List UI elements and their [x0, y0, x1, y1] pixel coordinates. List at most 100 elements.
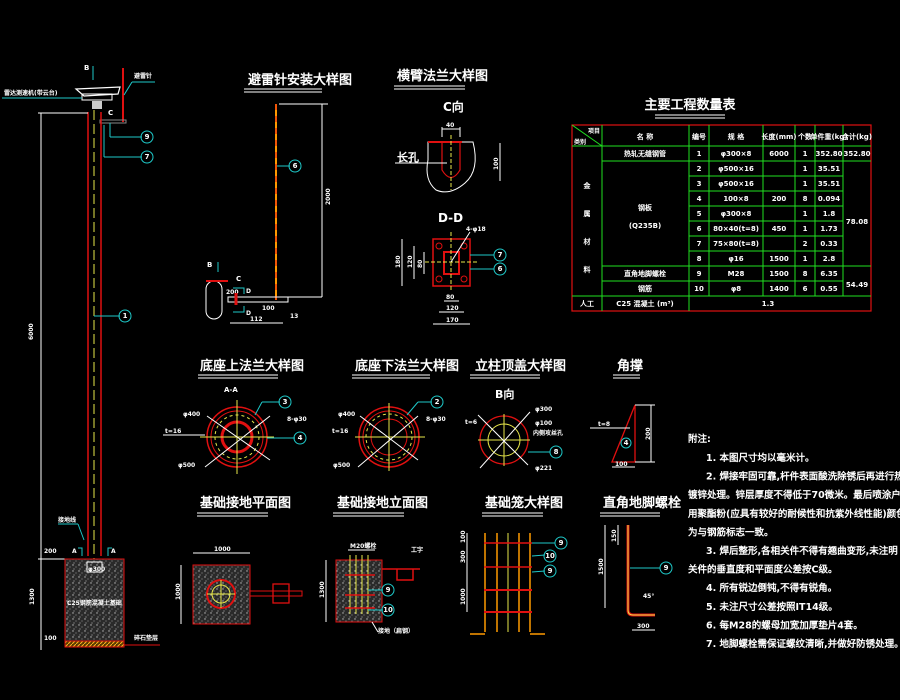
top-cover-title: 立柱顶盖大样图 — [475, 358, 566, 374]
table-cell-unit: 0.094 — [818, 195, 840, 203]
table-cell-len: 1400 — [769, 285, 789, 293]
arm-flange-plate — [426, 141, 476, 193]
rod-dim-small: 100 — [262, 305, 275, 312]
rod-section-d-bottom: D — [246, 310, 251, 317]
lower-thickness: t=16 — [332, 428, 348, 435]
svg-text:10: 10 — [545, 552, 555, 560]
section-c-label: C — [108, 109, 113, 117]
table-cell-spec: φ300×8 — [721, 210, 752, 218]
base-plate-label: φ300 — [88, 566, 105, 573]
concrete-label: C25 混凝土 (m³) — [616, 299, 674, 308]
arm-flange-title: 横臂法兰大样图 — [397, 68, 488, 84]
table-cell-len: 450 — [772, 225, 787, 233]
table-cell-unit: 1.73 — [820, 225, 837, 233]
svg-text:6: 6 — [498, 265, 503, 273]
balloon-9b-cage — [543, 564, 557, 578]
balloon-7 — [140, 150, 154, 164]
table-cell-total: 352.80 — [843, 150, 870, 158]
table-cell-qty: 8 — [803, 195, 808, 203]
svg-text:7: 7 — [498, 251, 503, 259]
svg-text:6: 6 — [293, 162, 298, 170]
ground-plan-title: 基础接地平面图 — [199, 495, 291, 511]
plan-dim-height: 1000 — [175, 583, 182, 600]
table-cell-name: 直角地脚螺栓 — [624, 269, 666, 278]
group-label-char: 材 — [583, 237, 591, 246]
radar-lamp — [74, 86, 121, 97]
foundation-block — [64, 558, 125, 642]
svg-text:9: 9 — [559, 539, 564, 547]
group-label-char: 金 — [583, 181, 592, 190]
group-total-2: 54.49 — [846, 281, 868, 289]
rod-section-b: B — [207, 261, 212, 269]
cage-dim-2: 300 — [460, 550, 467, 563]
lower-d-inner: φ400 — [338, 411, 355, 418]
arm-dim-w3: 170 — [446, 317, 459, 324]
table-cell-len: 1500 — [769, 255, 789, 263]
cover-thread: 内侧攻丝孔 — [533, 429, 563, 437]
arm-dim-w1: 80 — [446, 294, 454, 301]
note-line: 6. 每M28的螺母加宽加厚垫片4套。 — [706, 619, 863, 631]
dim-pole-height: 6000 — [28, 323, 35, 340]
lightning-rod-label: 避雷针 — [133, 72, 152, 80]
balloon-9-elev — [381, 583, 395, 597]
svg-text:9: 9 — [145, 133, 150, 141]
balloon-1 — [118, 309, 132, 323]
table-header-1: 编号 — [692, 132, 706, 141]
table-cell-len: 200 — [772, 195, 787, 203]
ground-plan-detail: 基础接地平面图 1000 1000 — [175, 495, 303, 625]
ground-elev-title: 基础接地立面图 — [336, 495, 428, 511]
anchor-dim-foot: 300 — [637, 623, 650, 630]
gusset-thickness: t=8 — [598, 421, 610, 428]
table-cell-len: 1500 — [769, 270, 789, 278]
table-cell-spec: φ8 — [731, 285, 741, 293]
lower-flange-title: 底座下法兰大样图 — [355, 358, 459, 374]
table-cell-spec: φ300×8 — [721, 150, 752, 158]
table-cell-qty: 1 — [803, 225, 808, 233]
anchor-dim-top: 150 — [611, 529, 618, 542]
table-cell-spec: 75×80(t=8) — [713, 240, 759, 248]
table-cell-unit: 35.51 — [818, 165, 840, 173]
table-cell-no: 10 — [694, 285, 704, 293]
balloon-4-gusset — [620, 437, 632, 449]
table-cell-spec: φ500×16 — [718, 180, 754, 188]
balloon-9-anchor — [659, 561, 673, 575]
lower-flange-detail: 底座下法兰大样图 φ400 t=16 8-φ30 φ500 2 — [332, 358, 459, 471]
svg-text:3: 3 — [283, 398, 288, 406]
upper-d-outer: φ500 — [178, 462, 195, 469]
table-cell-unit: 35.51 — [818, 180, 840, 188]
table-cell-spec: φ16 — [728, 255, 743, 263]
svg-text:9: 9 — [386, 586, 391, 594]
cover-thickness: t=6 — [465, 419, 477, 426]
anchor-bolt — [626, 525, 655, 617]
svg-text:8: 8 — [554, 448, 559, 456]
table-cell-unit: 0.55 — [820, 285, 837, 293]
rod-dim-height: 2000 — [325, 188, 332, 205]
rod-dim-side: 13 — [290, 313, 298, 320]
table-cell-qty: 1 — [803, 210, 808, 218]
table-cell-qty: 1 — [803, 165, 808, 173]
group-label-char: 料 — [584, 265, 591, 274]
table-cell-no: 5 — [697, 210, 702, 218]
radar-lamp-label: 雷达测速机(带云台) — [4, 89, 58, 97]
table-cell-qty: 6 — [803, 285, 808, 293]
balloon-4 — [293, 431, 307, 445]
section-b-label: B — [84, 64, 89, 72]
table-cell-qty: 2 — [803, 240, 808, 248]
elev-bottom-label: 接地（扁钢） — [377, 627, 414, 635]
table-header-3: 长度(mm) — [762, 132, 797, 141]
svg-text:9: 9 — [664, 564, 669, 572]
cage-dim-3: 1000 — [460, 588, 467, 605]
gusset-detail: 角撑 200 t=8 100 4 — [590, 358, 655, 468]
table-cell-unit: 352.80 — [815, 150, 842, 158]
table-header-5: 单件重(kg) — [810, 132, 847, 141]
note-line: 镀锌处理。锌层厚度不得低于70微米。最后喷涂户外 — [688, 489, 900, 501]
gravel-layer — [64, 640, 125, 648]
section-a-right: A — [111, 548, 116, 555]
corner-bottom: 类别 — [574, 138, 586, 146]
svg-text:2: 2 — [435, 398, 440, 406]
table-cell-no: 8 — [697, 255, 702, 263]
table-cell-unit: 2.8 — [823, 255, 836, 263]
svg-text:1: 1 — [123, 312, 128, 320]
rod-section-c: C — [236, 275, 241, 283]
table-cell-spec: 80×40(t=8) — [713, 225, 759, 233]
